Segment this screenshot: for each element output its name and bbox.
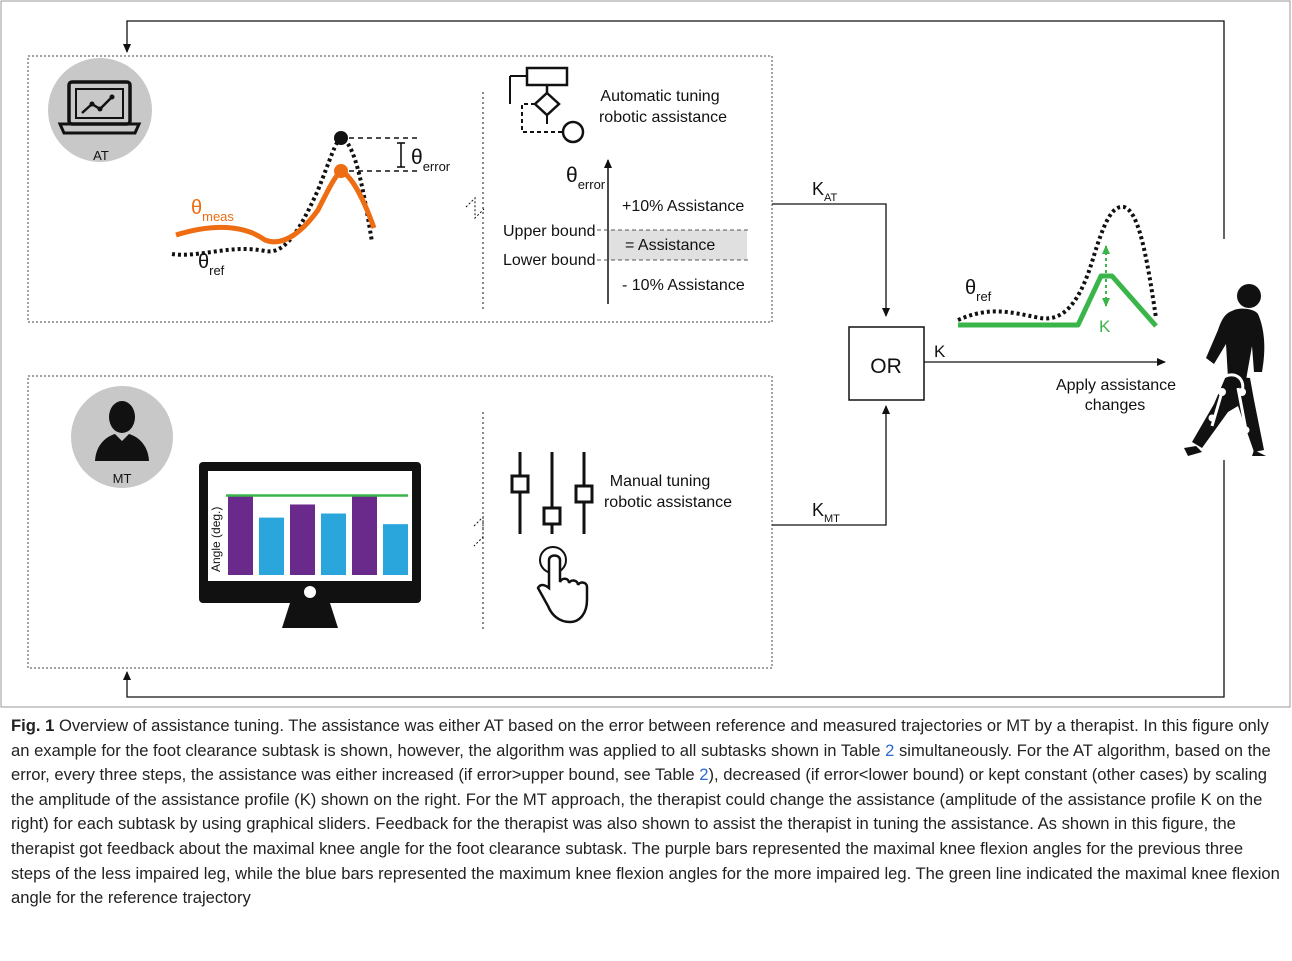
feedback-bar-less-impaired	[290, 504, 315, 575]
caption-table-link-2[interactable]: 2	[699, 765, 709, 785]
at-tuning-title-2: robotic assistance	[599, 109, 727, 126]
caption-figure-label: Fig. 1	[11, 716, 55, 735]
at-panel-frame	[27, 55, 773, 323]
upper-bound-label: Upper bound	[503, 223, 596, 240]
k-mt-arrow	[772, 405, 890, 526]
caption-text-1: Overview of assistance tuning. The assis…	[11, 716, 1269, 760]
theta-ref-label: θref	[198, 251, 225, 278]
caption-text-3: ), decreased (if error<lower bound) or k…	[11, 765, 1280, 908]
k-at-arrow	[772, 203, 890, 317]
theta-ref-curve	[171, 135, 374, 257]
k-mt-label: KMT	[812, 500, 840, 525]
assistance-tuning-diagram: AT θerror θmeas θref Automatic tuning ro…	[0, 0, 1291, 708]
assistance-scale: θerror +10% Assistance = Assistance - 10…	[503, 159, 748, 304]
apply-changes-label-2: changes	[1085, 397, 1146, 414]
feedback-bottom-arrow	[123, 460, 1225, 698]
lower-bound-label: Lower bound	[503, 252, 596, 269]
k-at-label: KAT	[812, 179, 838, 204]
mt-tuning-title-1: Manual tuning	[610, 473, 711, 490]
theta-error-label: θerror	[411, 146, 451, 174]
person-user-icon	[95, 401, 149, 461]
at-zoom-connector	[465, 196, 485, 220]
feedback-bar-less-impaired	[352, 496, 377, 575]
mt-panel-frame	[27, 375, 773, 669]
theta-meas-label: θmeas	[191, 197, 234, 224]
profile-theta-label: θref	[965, 277, 992, 304]
at-trajectory-plot: θerror θmeas θref	[171, 131, 451, 278]
mt-badge: MT	[71, 386, 173, 488]
equal-assistance-label: = Assistance	[625, 237, 715, 254]
at-tuning-title-1: Automatic tuning	[600, 88, 719, 105]
walking-person-exoskeleton-icon	[1184, 284, 1266, 456]
feedback-bar-more-impaired	[383, 524, 408, 575]
mt-tuning-title-2: robotic assistance	[604, 494, 732, 511]
feedback-bar-chart	[226, 494, 408, 575]
flowchart-icon	[509, 66, 585, 144]
figure-border	[0, 0, 1291, 708]
at-badge: AT	[48, 58, 152, 163]
scale-axis-label: θerror	[566, 164, 606, 192]
feedback-bar-more-impaired	[321, 513, 346, 575]
theta-meas-curve	[175, 168, 377, 245]
figure-caption: Fig. 1 Overview of assistance tuning. Th…	[11, 714, 1281, 911]
caption-table-link-1[interactable]: 2	[885, 740, 895, 760]
profile-k-label: K	[1099, 317, 1111, 336]
at-badge-label: AT	[93, 148, 109, 163]
mt-zoom-connector	[473, 515, 484, 547]
mt-badge-label: MT	[113, 471, 132, 486]
minus-assistance-label: - 10% Assistance	[622, 277, 745, 294]
apply-changes-label-1: Apply assistance	[1056, 377, 1176, 394]
plus-assistance-label: +10% Assistance	[622, 198, 744, 215]
hand-pointer-icon	[536, 546, 589, 624]
laptop-chart-icon	[57, 80, 142, 135]
theta-ref-peak-dot	[334, 131, 348, 145]
feedback-bar-less-impaired	[228, 495, 253, 575]
feedback-bar-more-impaired	[259, 517, 284, 575]
deadband-region	[609, 230, 747, 260]
assistance-profile-plot: K θref	[957, 204, 1158, 336]
or-label: OR	[870, 355, 902, 378]
k-output-label: K	[934, 342, 946, 361]
profile-assistance-curve	[958, 273, 1158, 328]
theta-meas-peak-dot	[334, 164, 348, 178]
flow-lines	[123, 20, 1225, 698]
caption-text-2: simultaneously. For the AT algorithm, ba…	[11, 740, 1271, 785]
slider-icon	[510, 452, 594, 534]
or-block	[848, 326, 925, 401]
feedback-top-arrow	[123, 20, 1225, 239]
monitor-axis-label: Angle (deg.)	[209, 507, 223, 572]
